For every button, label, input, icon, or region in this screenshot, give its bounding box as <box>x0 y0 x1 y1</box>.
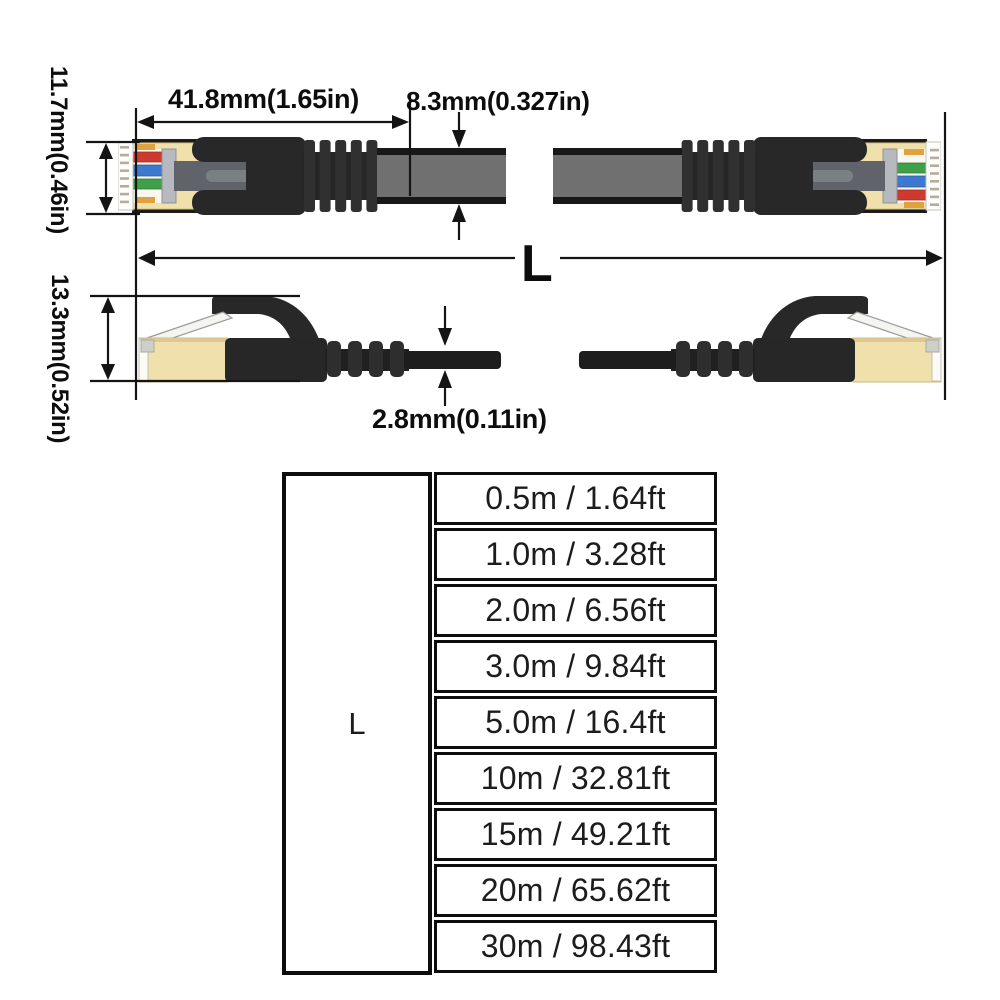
round-cable <box>404 351 501 369</box>
label-cable-thickness-side: 2.8mm(0.11in) <box>372 404 547 434</box>
connector-top-view-left <box>118 137 506 215</box>
length-options-table: L 0.5m / 1.64ft 1.0m / 3.28ft 2.0m / 6.5… <box>282 472 718 975</box>
strain-relief-ribs <box>676 341 753 377</box>
boot-body <box>246 137 306 215</box>
wire-orange-top <box>904 202 924 208</box>
table-row: 30m / 98.43ft <box>434 920 717 973</box>
label-length-symbol: L <box>521 235 553 293</box>
pin-contacts <box>930 148 939 206</box>
flat-cable-edge-top <box>553 197 682 204</box>
strain-relief-core <box>671 349 755 371</box>
table-row: 20m / 65.62ft <box>434 864 717 917</box>
plug-top-edge <box>853 338 941 342</box>
table-row: 3.0m / 9.84ft <box>434 640 717 693</box>
pin-contact <box>925 339 940 353</box>
wire-orange-bottom <box>904 149 924 155</box>
connector-side-view-right <box>579 296 942 383</box>
strain-relief-ribs <box>304 140 378 212</box>
table-row: 0.5m / 1.64ft <box>434 472 717 525</box>
connector-side-view-left <box>138 296 501 383</box>
arrow-13mm <box>90 294 300 383</box>
table-row: 10m / 32.81ft <box>434 752 717 805</box>
flat-cable-edge-top <box>377 148 506 155</box>
strain-relief-core <box>325 349 409 371</box>
arrow-11mm <box>86 140 140 216</box>
label-side-height: 13.3mm(0.52in) <box>46 274 73 444</box>
label-cable-thickness-top: 8.3mm(0.327in) <box>406 86 590 116</box>
table-row: 2.0m / 6.56ft <box>434 584 717 637</box>
arrow-2mm <box>438 306 452 406</box>
pin-contact <box>140 339 155 353</box>
connector-top-view-right <box>553 137 941 215</box>
wire-orange-top <box>135 144 155 150</box>
arrow-length-left <box>138 250 515 266</box>
flat-cable-edge-bottom <box>553 148 682 155</box>
arrow-length-right <box>560 250 943 266</box>
table-rows: 0.5m / 1.64ft 1.0m / 3.28ft 2.0m / 6.56f… <box>434 472 717 973</box>
plug-tip-face <box>931 338 942 382</box>
strain-relief-ribs <box>327 341 404 377</box>
strain-relief-ribs <box>681 140 755 212</box>
plug-top-edge <box>139 338 227 342</box>
table-row: 1.0m / 3.28ft <box>434 528 717 581</box>
wire-orange-bottom <box>135 197 155 203</box>
round-cable <box>579 351 676 369</box>
flat-cable-body <box>377 155 506 197</box>
table-row: 5.0m / 16.4ft <box>434 696 717 749</box>
table-row: 15m / 49.21ft <box>434 808 717 861</box>
label-top-width: 41.8mm(1.65in) <box>168 84 359 114</box>
boot-body <box>753 137 813 215</box>
label-plug-height: 11.7mm(0.46in) <box>45 66 72 234</box>
boot-body <box>753 338 855 382</box>
flat-cable-body <box>553 155 682 197</box>
flat-cable-edge-bottom <box>377 197 506 204</box>
arrow-8mm <box>452 112 466 240</box>
pin-contacts <box>120 146 129 204</box>
boot-body <box>225 338 327 382</box>
arrow-41mm <box>137 115 409 129</box>
table-length-header-cell: L <box>282 472 432 975</box>
